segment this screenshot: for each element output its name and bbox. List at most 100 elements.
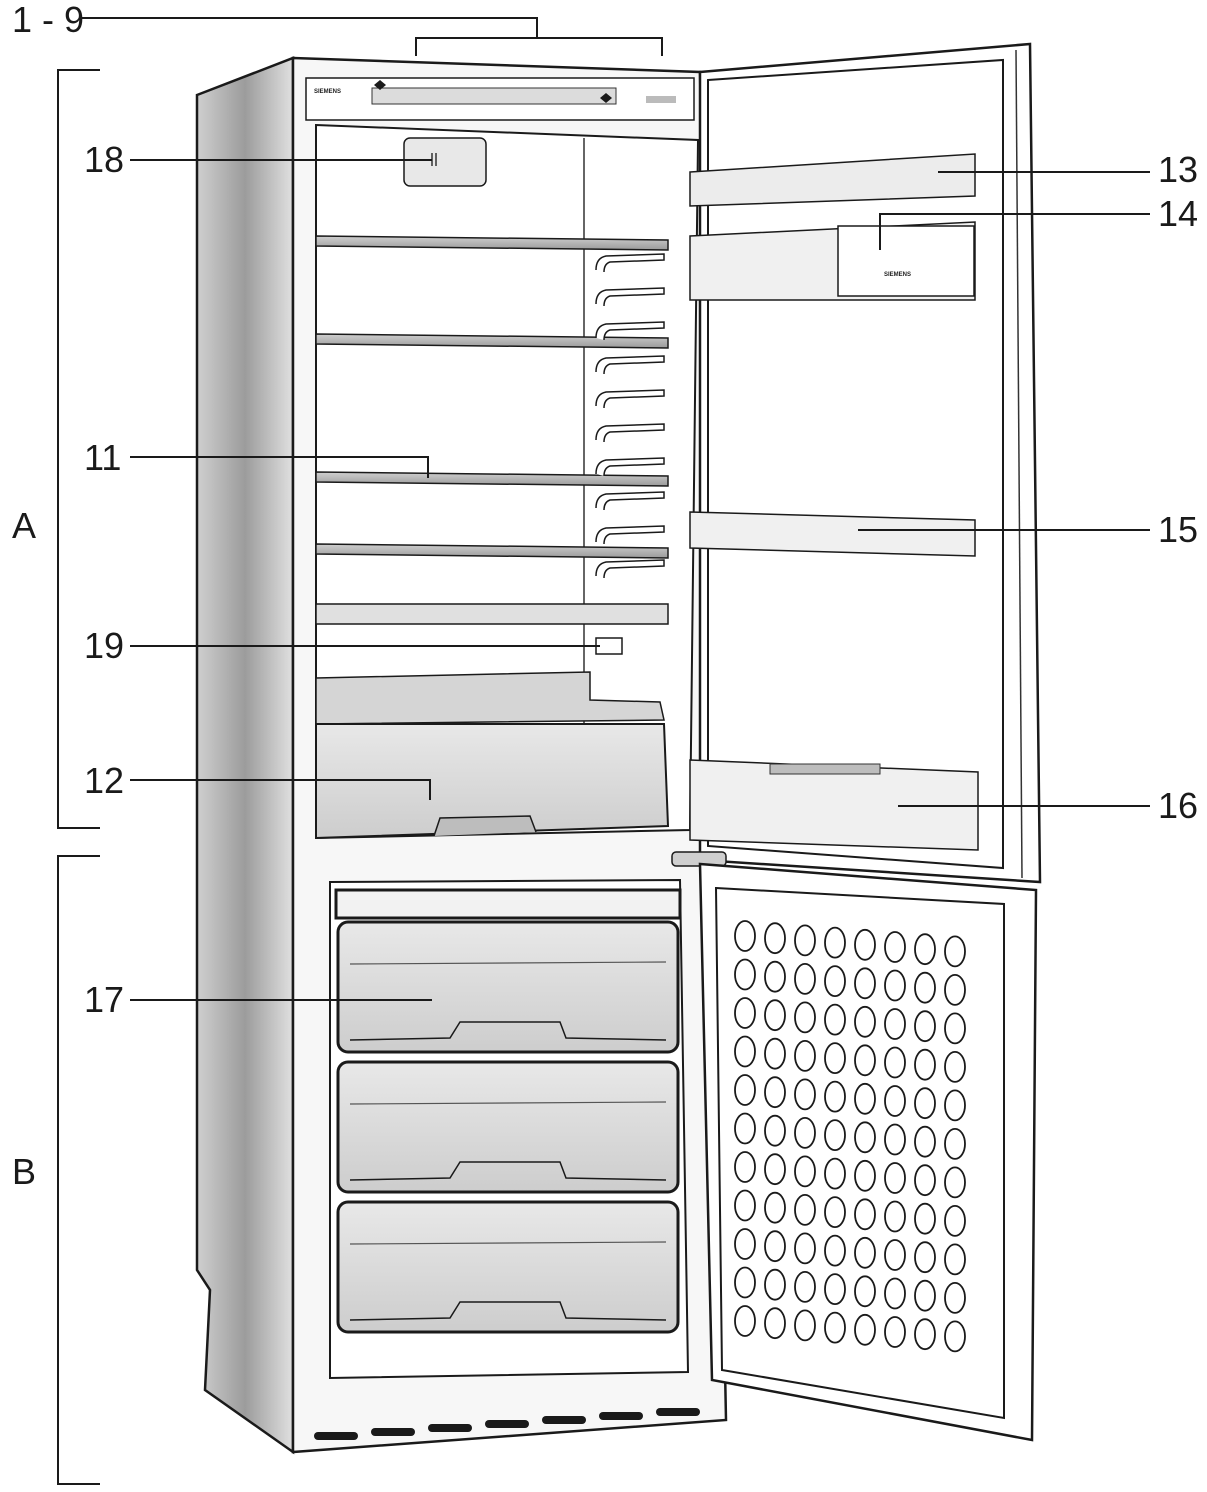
door-rack-cover <box>837 225 975 297</box>
door-dimple <box>824 965 846 997</box>
door-dimple <box>794 1309 816 1342</box>
panel-brand-logo: SIEMENS <box>314 89 341 95</box>
door-dimple <box>734 1189 756 1222</box>
door-dimple <box>914 971 936 1004</box>
vent-slot <box>314 1432 358 1440</box>
door-dimple <box>794 963 816 995</box>
freezer-drawer-group <box>336 920 680 1334</box>
door-dimple <box>854 1121 876 1154</box>
door-dimple <box>734 1228 756 1260</box>
door-dimple <box>884 1123 906 1156</box>
door-dimple <box>734 1151 756 1183</box>
section-label-a: A <box>12 505 36 546</box>
door-dimple <box>854 1044 876 1077</box>
door-dimple <box>884 1008 906 1040</box>
door-dimple <box>944 974 966 1006</box>
door-rack-middle <box>689 511 976 557</box>
door-dimple <box>824 1273 846 1305</box>
control-button-left-icon <box>374 80 386 90</box>
door-dimple <box>884 969 906 1002</box>
door-dimple <box>824 926 846 959</box>
door-dimple <box>854 1236 876 1269</box>
vent-slot <box>656 1408 700 1416</box>
door-dimple <box>824 1311 846 1344</box>
callout-15: 15 <box>1158 509 1198 550</box>
door-dimple <box>854 1313 876 1346</box>
door-dimple <box>884 1085 906 1117</box>
door-dimple <box>914 1318 936 1351</box>
door-dimple <box>884 1239 906 1271</box>
door-dimple <box>914 1048 936 1081</box>
door-dimple <box>794 1271 816 1303</box>
fridge-compartment <box>315 123 700 840</box>
callout-12: 12 <box>84 760 124 801</box>
door-dimple <box>854 1005 876 1038</box>
shelf-support <box>595 457 665 477</box>
door-dimple <box>764 1037 786 1070</box>
shelf-support-group <box>595 253 665 579</box>
callout-11: 11 <box>84 437 121 478</box>
door-dimple <box>944 1128 966 1160</box>
door-dimple <box>854 928 876 961</box>
door-dimple <box>794 1117 816 1149</box>
shelf-support <box>595 423 665 443</box>
door-dimple <box>944 1089 966 1122</box>
bracket-section-a <box>57 69 100 829</box>
door-dimple <box>734 1112 756 1145</box>
door-dimple <box>824 1234 846 1267</box>
door-dimple <box>794 1040 816 1072</box>
section-brackets <box>57 17 663 1485</box>
door-dimple <box>794 1001 816 1034</box>
door-dimple <box>734 1305 756 1337</box>
shelf-support <box>595 253 665 273</box>
door-dimple <box>884 1200 906 1233</box>
door-dimple <box>764 1076 786 1109</box>
door-dimple <box>764 1230 786 1263</box>
door-dimple <box>824 1003 846 1036</box>
door-dimple <box>914 1164 936 1197</box>
glass-shelf <box>315 235 669 251</box>
door-dimple <box>944 1320 966 1353</box>
glass-shelf <box>315 471 669 487</box>
glass-shelf <box>315 543 669 559</box>
door-dimple <box>734 958 756 991</box>
door-dimple <box>734 997 756 1029</box>
door-dimple <box>794 1232 816 1265</box>
shelf-group <box>315 235 669 559</box>
vegetable-container-handle <box>433 815 537 837</box>
leader-14 <box>879 213 1150 250</box>
door-dimple <box>764 960 786 993</box>
door-dimple <box>854 1198 876 1231</box>
door-dimple <box>914 1241 936 1274</box>
door-dimple <box>794 1155 816 1188</box>
door-dimple <box>824 1080 846 1113</box>
leader-lines <box>130 159 1150 1001</box>
door-dimple <box>764 922 786 955</box>
door-dimple <box>944 1282 966 1314</box>
vent-slot <box>599 1412 643 1420</box>
control-button-right-icon <box>600 93 612 103</box>
freezer-drawer <box>336 1200 680 1334</box>
door-dimple <box>764 1191 786 1224</box>
interior-light-housing <box>403 137 487 187</box>
door-dimple <box>824 1042 846 1074</box>
callout-18: 18 <box>84 139 124 180</box>
bottle-shelf <box>315 603 669 625</box>
door-dimple <box>764 999 786 1032</box>
door-dimple <box>794 924 816 957</box>
butter-compartment <box>689 153 976 207</box>
section-label-b: B <box>12 1151 36 1192</box>
callout-1-9: 1 - 9 <box>12 0 84 40</box>
bracket-section-b <box>57 855 100 1485</box>
callout-13: 13 <box>1158 149 1198 190</box>
shelf-support <box>595 525 665 545</box>
door-dimple <box>884 1277 906 1310</box>
door-dimple <box>854 1082 876 1115</box>
door-dimple <box>854 967 876 1000</box>
shelf-support <box>595 389 665 409</box>
door-dimple <box>764 1153 786 1186</box>
door-dimple <box>734 920 756 952</box>
shelf-support <box>595 491 665 511</box>
door-dimple <box>914 1087 936 1120</box>
door-dimple-pattern <box>734 920 966 1353</box>
